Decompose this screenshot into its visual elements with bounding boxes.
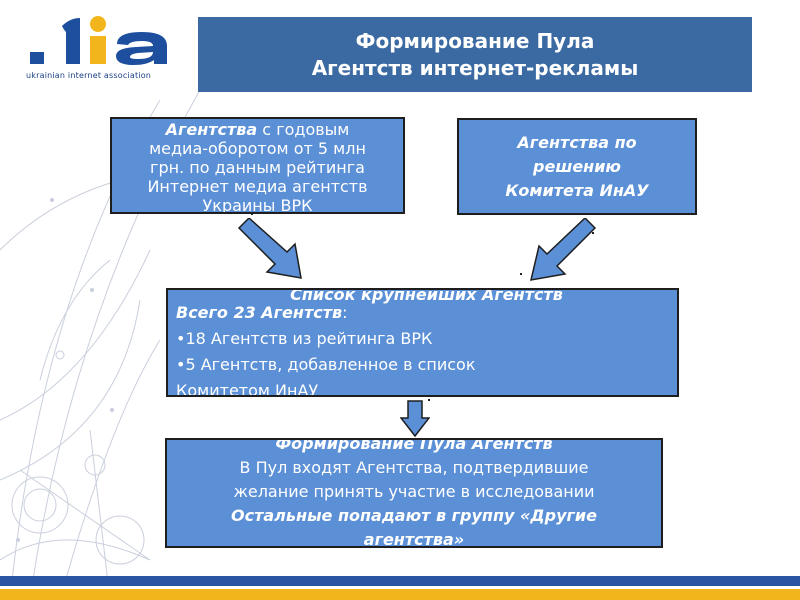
largest-agencies-total: Всего 23 Агентств	[176, 303, 343, 322]
pool-formation-heading: Формирование Пула Агентств	[275, 438, 553, 453]
committee-agencies-line-1: Агентства по	[517, 132, 637, 152]
rating-agencies-lead: Агентства	[165, 120, 258, 139]
largest-agencies-total-line: Всего 23 Агентств:	[176, 300, 677, 326]
pool-formation-line-1: В Пул входят Агентства, подтвердившие	[239, 458, 589, 477]
pool-formation-line-4: агентства»	[363, 530, 465, 548]
rating-agencies-line-1: Агентства с годовым	[112, 120, 403, 139]
largest-agencies-total-suffix: :	[342, 303, 348, 322]
pool-formation-line-3: Остальные попадают в группу «Другие	[231, 506, 597, 525]
rating-agencies-line-2: медиа-оборотом от 5 млн	[149, 139, 366, 158]
dot-marker	[428, 399, 430, 401]
footer-stripes	[0, 576, 800, 600]
uia-logo: ukrainian internet association	[22, 14, 182, 84]
rating-agencies-box: Агентства с годовым медиа-оборотом от 5 …	[110, 117, 405, 214]
arrow-down-left-icon	[530, 218, 597, 281]
rating-agencies-line-5: Украины ВРК	[202, 196, 313, 214]
largest-agencies-item-2-cont: Комитетом ИнАУ	[176, 381, 319, 397]
committee-agencies-box: Агентства по решению Комитета ИнАУ	[457, 118, 697, 215]
footer-stripe-blue	[0, 576, 800, 586]
dot-marker	[251, 213, 253, 215]
title-line-1: Формирование Пула	[355, 28, 595, 53]
largest-agencies-heading: Список крупнейших Агентств	[290, 288, 563, 304]
arrow-down-right-icon	[237, 218, 302, 279]
title-line-2: Агентств интернет-рекламы	[311, 55, 639, 80]
footer-stripe-white	[0, 586, 800, 589]
logo-tagline: ukrainian internet association	[26, 71, 152, 80]
rating-agencies-text: с годовым	[257, 120, 350, 139]
largest-agencies-item-1: •18 Агентств из рейтинга ВРК	[176, 329, 433, 348]
footer-stripe-yellow	[0, 589, 800, 600]
rating-agencies-line-3: грн. по данным рейтинга	[150, 158, 365, 177]
page-title: Формирование Пула Агентств интернет-рекл…	[198, 17, 752, 92]
rating-agencies-line-4: Интернет медиа агентств	[147, 177, 368, 196]
pool-formation-line-2: желание принять участие в исследовании	[233, 482, 595, 501]
largest-agencies-box: Список крупнейших Агентств Всего 23 Аген…	[166, 288, 679, 397]
committee-agencies-line-2: решению	[533, 156, 621, 176]
largest-agencies-item-2: •5 Агентств, добавленное в список	[176, 355, 476, 374]
dot-marker	[520, 273, 522, 275]
committee-agencies-line-3: Комитета ИнАУ	[505, 180, 649, 200]
arrow-down-icon	[400, 400, 430, 438]
dot-marker	[592, 232, 594, 234]
pool-formation-box: Формирование Пула Агентств В Пул входят …	[165, 438, 663, 548]
uia-logo-mark	[30, 16, 167, 65]
